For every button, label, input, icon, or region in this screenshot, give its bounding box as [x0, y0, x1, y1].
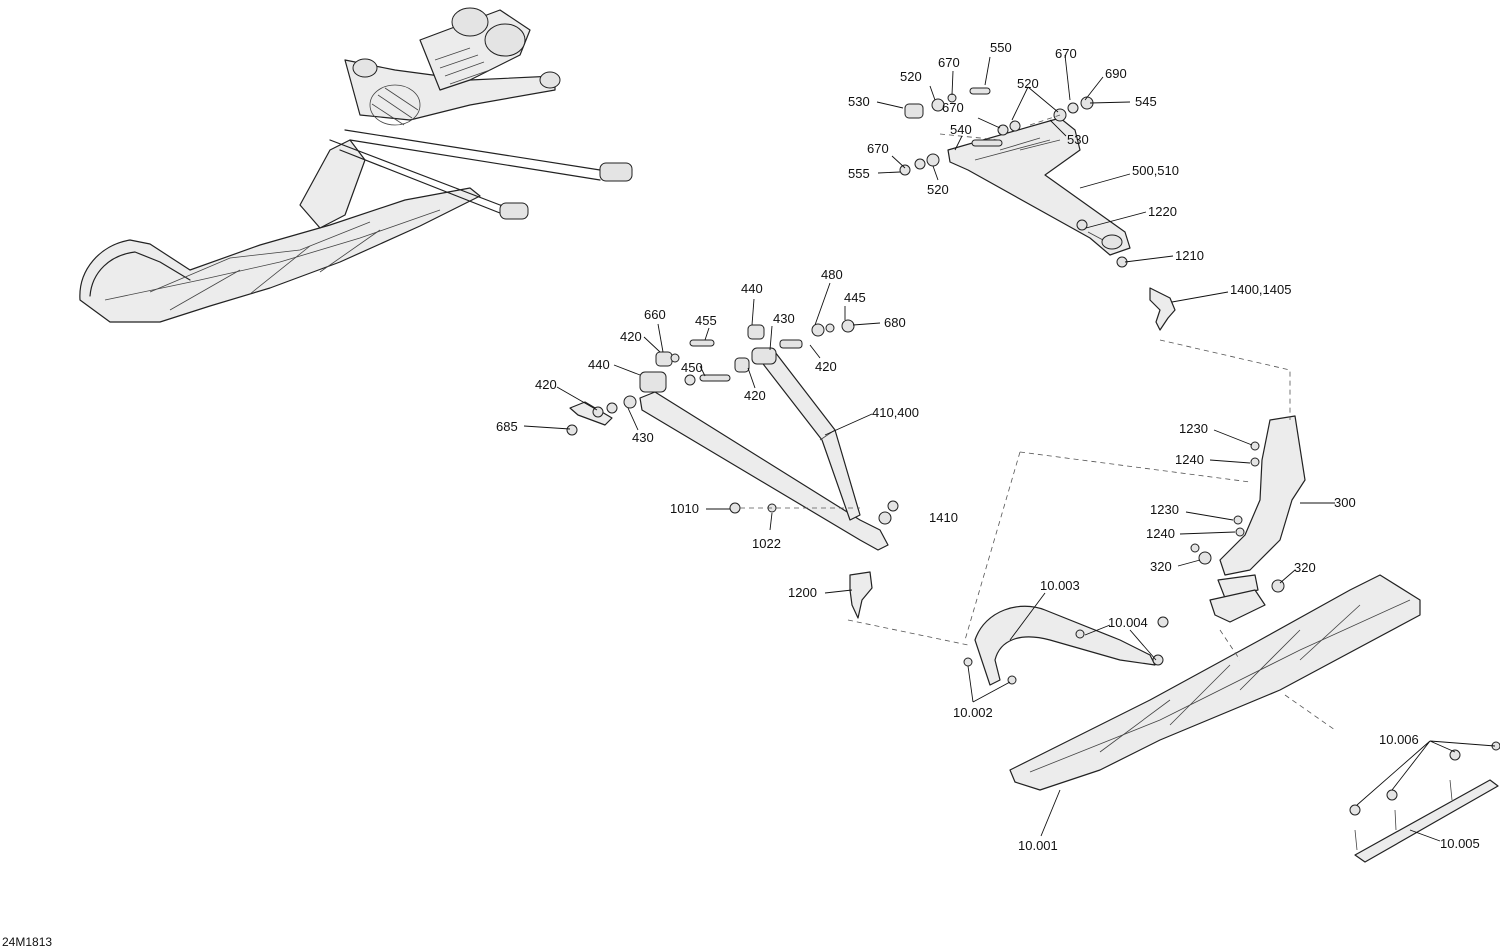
callout-320: 320	[1294, 560, 1316, 575]
callout-445: 445	[844, 290, 866, 305]
callout-690: 690	[1105, 66, 1127, 81]
callout-530: 530	[848, 94, 870, 109]
callout-1200: 1200	[788, 585, 817, 600]
callout-670: 670	[938, 55, 960, 70]
callout-550: 550	[990, 40, 1012, 55]
callout-1410: 1410	[929, 510, 958, 525]
callout-10-001: 10.001	[1018, 838, 1058, 853]
callout-10-004: 10.004	[1108, 615, 1148, 630]
callout-440: 440	[741, 281, 763, 296]
callout-420: 420	[620, 329, 642, 344]
callout-1210: 1210	[1175, 248, 1204, 263]
callout-1230: 1230	[1179, 421, 1208, 436]
callout-1230: 1230	[1150, 502, 1179, 517]
callout-10-006: 10.006	[1379, 732, 1419, 747]
callout-430: 430	[773, 311, 795, 326]
callout-520: 520	[927, 182, 949, 197]
callout-10-003: 10.003	[1040, 578, 1080, 593]
callout-1220: 1220	[1148, 204, 1177, 219]
assembled-suspension-illustration	[79, 7, 633, 323]
callout-670: 670	[942, 100, 964, 115]
callout-670: 670	[867, 141, 889, 156]
callout-450: 450	[681, 360, 703, 375]
callout-480: 480	[821, 267, 843, 282]
callout-520: 520	[1017, 76, 1039, 91]
drawing-id: 24M1813	[2, 935, 52, 949]
callout-410-400: 410,400	[872, 405, 919, 420]
callout-300: 300	[1334, 495, 1356, 510]
callout-680: 680	[884, 315, 906, 330]
callout-1010: 1010	[670, 501, 699, 516]
callout-670: 670	[1055, 46, 1077, 61]
callout-685: 685	[496, 419, 518, 434]
upper-a-arm-group	[899, 87, 1176, 331]
spindle-ski-group	[963, 415, 1500, 863]
callout-420: 420	[744, 388, 766, 403]
callout-520: 520	[900, 69, 922, 84]
callout-420: 420	[815, 359, 837, 374]
callout-420: 420	[535, 377, 557, 392]
callout-555: 555	[848, 166, 870, 181]
callout-530: 530	[1067, 132, 1089, 147]
callout-1240: 1240	[1175, 452, 1204, 467]
assembly-lines	[740, 114, 1336, 731]
callout-10-002: 10.002	[953, 705, 993, 720]
callout-430: 430	[632, 430, 654, 445]
callout-320: 320	[1150, 559, 1172, 574]
callout-10-005: 10.005	[1440, 836, 1480, 851]
leader-lines	[523, 54, 1496, 842]
callout-545: 545	[1135, 94, 1157, 109]
callout-1400-1405: 1400,1405	[1230, 282, 1291, 297]
callout-1022: 1022	[752, 536, 781, 551]
callout-455: 455	[695, 313, 717, 328]
callout-1240: 1240	[1146, 526, 1175, 541]
callout-labels: 550 670 670 690 520 520 530 545 670 540 …	[496, 40, 1480, 853]
lower-a-arm-group	[566, 319, 899, 619]
callout-500-510: 500,510	[1132, 163, 1179, 178]
callout-660: 660	[644, 307, 666, 322]
callout-440: 440	[588, 357, 610, 372]
callout-540: 540	[950, 122, 972, 137]
